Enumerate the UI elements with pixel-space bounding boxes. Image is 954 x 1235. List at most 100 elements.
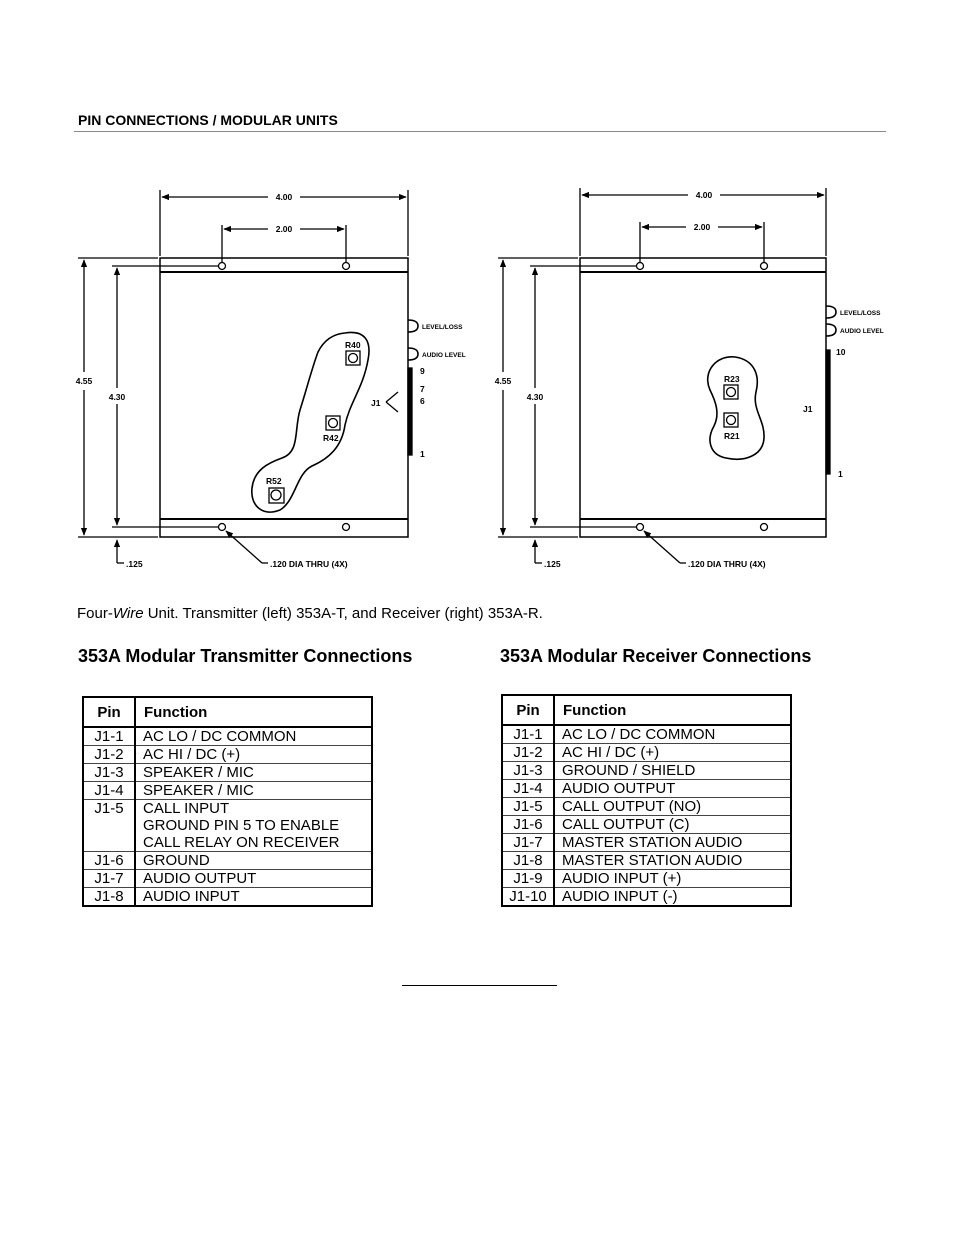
pin-cell: J1-9 [502,869,555,888]
left-pin-7: 7 [420,384,425,394]
pin-cell: J1-5 [83,799,136,852]
table-row: J1-7 AUDIO OUTPUT [83,869,372,888]
right-pin-1: 1 [838,469,843,479]
function-line: AUDIO INPUT (-) [562,888,678,905]
function-cell: AUDIO INPUT (+) [554,869,791,888]
caption-start: Four- [77,605,113,622]
right-dim-offset: .125 [544,559,561,569]
pin-cell: J1-8 [502,851,555,870]
pin-cell: J1-8 [83,887,136,906]
caption-italic: Wire [112,605,144,622]
function-line: SPEAKER / MIC [143,782,254,799]
table-row: J1-2 AC HI / DC (+) [502,743,791,762]
left-label-level-loss: LEVEL/LOSS [422,324,463,331]
function-line: AC LO / DC COMMON [562,726,716,743]
left-pin-6: 6 [420,396,425,406]
left-dim-holes: 2.00 [276,224,293,234]
table-row: J1-8 AUDIO INPUT [83,887,372,906]
section-divider [74,131,886,132]
left-dim-height-outer: 4.55 [76,376,93,386]
left-label-audio-level: AUDIO LEVEL [422,352,466,359]
function-cell: SPEAKER / MIC [135,781,372,800]
right-hole-note: .120 DIA THRU (4X) [688,559,766,569]
transmitter-pin-table: Pin Function J1-1 AC LO / DC COMMON J1-2 AC… [82,696,373,907]
footer-rule [402,985,557,986]
section-title: PIN CONNECTIONS / MODULAR UNITS [78,112,338,128]
function-line: MASTER STATION AUDIO [562,834,743,851]
function-cell: AC LO / DC COMMON [135,726,372,746]
function-line: AC LO / DC COMMON [143,728,297,745]
table-row: J1-4 SPEAKER / MIC [83,781,372,800]
mechanical-drawings: 4.00 2.00 4.55 4.30 .125 .120 DIA THRU (… [76,188,884,569]
function-line: AUDIO OUTPUT [143,870,257,887]
left-pin-1: 1 [420,449,425,459]
figure-caption: Four-Wire Unit. Transmitter (left) 353A-… [77,605,543,622]
function-cell: CALL OUTPUT (NO) [554,797,791,816]
pin-cell: J1-6 [502,815,555,834]
table-row: J1-2 AC HI / DC (+) [83,745,372,764]
pin-cell: J1-6 [83,851,136,870]
right-pin-10: 10 [836,347,846,357]
pot-r21-label: R21 [724,431,740,441]
table-row: J1-1 AC LO / DC COMMON [502,724,791,744]
right-label-audio-level: AUDIO LEVEL [840,328,884,335]
pin-cell: J1-7 [502,833,555,852]
function-line: GROUND [143,852,210,869]
function-line: CALL OUTPUT (C) [562,816,690,833]
pin-cell: J1-5 [502,797,555,816]
function-cell: CALL OUTPUT (C) [554,815,791,834]
pin-cell: J1-4 [83,781,136,800]
right-connector-j1: J1 [803,404,813,414]
pot-r52-label: R52 [266,476,282,486]
function-cell: MASTER STATION AUDIO [554,833,791,852]
function-cell: AC HI / DC (+) [135,745,372,764]
function-line: AC HI / DC (+) [143,746,241,763]
function-cell: GROUND [135,851,372,870]
pin-cell: J1-3 [83,763,136,782]
table-row: J1-8 MASTER STATION AUDIO [502,851,791,870]
receiver-table-title: 353A Modular Receiver Connections [500,646,812,666]
left-dim-width: 4.00 [276,192,293,202]
table-row: J1-4 AUDIO OUTPUT [502,779,791,798]
function-line: CALL INPUT [143,800,230,817]
function-line: AUDIO INPUT [143,888,240,905]
function-cell: AUDIO INPUT [135,887,372,906]
function-line: AUDIO INPUT (+) [562,870,682,887]
header-function: Function [135,697,372,728]
caption-end: Unit. Transmitter (left) 353A-T, and Rec… [143,605,543,622]
function-cell: SPEAKER / MIC [135,763,372,782]
transmitter-table-title: 353A Modular Transmitter Connections [78,646,413,666]
table-row: J1-7 MASTER STATION AUDIO [502,833,791,852]
function-cell: AC HI / DC (+) [554,743,791,762]
left-dim-height-inner: 4.30 [109,392,126,402]
function-line: AC HI / DC (+) [562,744,660,761]
function-cell: AUDIO OUTPUT [135,869,372,888]
function-cell: MASTER STATION AUDIO [554,851,791,870]
left-hole-note: .120 DIA THRU (4X) [270,559,348,569]
function-line: CALL OUTPUT (NO) [562,798,702,815]
pin-cell: J1-1 [83,726,136,746]
pin-cell: J1-4 [502,779,555,798]
table-row: J1-5 CALL OUTPUT (NO) [502,797,791,816]
function-line: MASTER STATION AUDIO [562,852,743,869]
pin-cell: J1-1 [502,724,555,744]
table-row: J1-9 AUDIO INPUT (+) [502,869,791,888]
right-dim-width: 4.00 [696,190,713,200]
left-dim-offset: .125 [126,559,143,569]
function-line: GROUND / SHIELD [562,762,696,779]
pin-cell: J1-2 [83,745,136,764]
receiver-drawing [498,188,837,564]
right-label-level-loss: LEVEL/LOSS [840,310,881,317]
pin-cell: J1-7 [83,869,136,888]
function-cell: AC LO / DC COMMON [554,724,791,744]
table-row: J1-6 GROUND [83,851,372,870]
function-line: AUDIO OUTPUT [562,780,676,797]
header-pin: Pin [83,697,136,728]
pin-cell: J1-2 [502,743,555,762]
right-dim-holes: 2.00 [694,222,711,232]
left-connector-j1: J1 [371,398,381,408]
